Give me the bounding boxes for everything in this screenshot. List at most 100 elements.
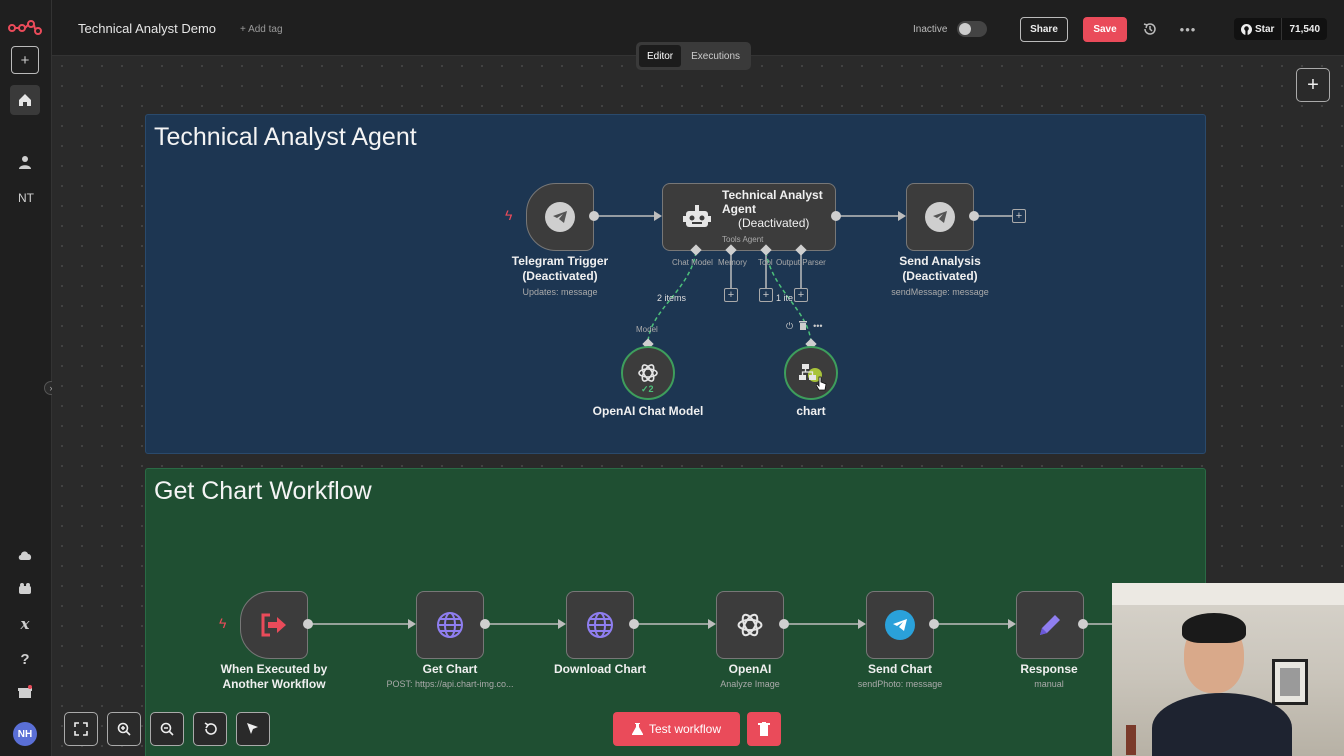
tab-executions[interactable]: Executions <box>691 50 741 62</box>
node-get-chart[interactable] <box>416 591 484 659</box>
output-port[interactable] <box>969 211 979 221</box>
templates-icon[interactable] <box>11 575 39 603</box>
avatar[interactable]: NH <box>13 722 37 746</box>
trash-icon <box>758 722 770 736</box>
output-port[interactable] <box>1078 619 1088 629</box>
node-subtitle: sendPhoto: message <box>857 679 943 689</box>
agent-status: (Deactivated) <box>738 216 810 230</box>
telegram-icon <box>545 202 575 232</box>
node-title: Download Chart <box>554 662 646 676</box>
gift-icon[interactable] <box>11 678 39 706</box>
sticky-note-title: Technical Analyst Agent <box>154 123 417 151</box>
zoom-out-button[interactable] <box>150 712 184 746</box>
port-label-chat-model: Chat Model <box>672 258 713 267</box>
github-star-widget[interactable]: Star 71,540 <box>1234 18 1328 40</box>
user-icon[interactable] <box>11 148 39 176</box>
node-openai[interactable] <box>716 591 784 659</box>
port-label-tool: Tool <box>758 258 773 267</box>
node-chart-tool[interactable] <box>784 346 838 400</box>
edge-items-label: 2 items <box>657 293 687 303</box>
node-response[interactable] <box>1016 591 1084 659</box>
share-button[interactable]: Share <box>1020 17 1068 42</box>
left-sidebar: + NT x ? NH › <box>0 0 58 756</box>
node-hover-toolbar: ⏻ ••• <box>786 321 823 332</box>
mouse-cursor-icon <box>816 376 827 391</box>
more-icon[interactable]: ••• <box>813 321 823 331</box>
node-title: Send Chart <box>867 662 932 676</box>
trigger-bolt-icon: ϟ <box>505 207 513 223</box>
node-technical-analyst-agent[interactable] <box>662 183 836 251</box>
robot-icon <box>683 205 711 227</box>
node-title-text: When Executed by <box>220 662 328 676</box>
webcam-person-body <box>1152 693 1292 756</box>
output-port[interactable] <box>629 619 639 629</box>
activation-status-label: Inactive <box>913 24 948 35</box>
flask-icon <box>631 723 643 735</box>
node-telegram-trigger[interactable] <box>526 183 594 251</box>
delete-button[interactable] <box>747 712 781 746</box>
node-send-chart[interactable] <box>866 591 934 659</box>
add-node-button[interactable]: + <box>1296 68 1330 102</box>
trigger-bolt-icon: ϟ <box>219 615 227 631</box>
node-title-text: Send Analysis <box>899 254 981 268</box>
zoom-in-button[interactable] <box>107 712 141 746</box>
zoom-to-fit-button[interactable] <box>64 712 98 746</box>
github-star-button[interactable]: Star <box>1234 18 1283 40</box>
webcam-person-hair <box>1182 613 1246 643</box>
agent-node-title: Technical Analyst Agent (Deactivated) <box>722 188 832 230</box>
delete-icon[interactable] <box>799 321 808 332</box>
output-port[interactable] <box>831 211 841 221</box>
model-port-label: Model <box>636 325 658 334</box>
sign-out-icon <box>261 613 286 637</box>
node-title-text: Another Workflow <box>222 677 326 691</box>
node-openai-chat-model[interactable]: ✓2 <box>621 346 675 400</box>
output-port[interactable] <box>303 619 313 629</box>
globe-icon <box>587 612 613 638</box>
sticky-note-agent[interactable]: Technical Analyst Agent <box>145 114 1206 454</box>
save-button[interactable]: Save <box>1083 17 1127 42</box>
output-port[interactable] <box>589 211 599 221</box>
add-output-parser-button[interactable]: + <box>794 288 808 302</box>
node-send-analysis[interactable] <box>906 183 974 251</box>
node-download-chart[interactable] <box>566 591 634 659</box>
openai-icon <box>737 613 763 637</box>
node-execute-workflow-trigger[interactable] <box>240 591 308 659</box>
help-icon[interactable]: ? <box>20 650 30 668</box>
view-tabs: Editor Executions <box>636 42 752 70</box>
variables-icon[interactable]: x <box>20 615 30 633</box>
tab-editor[interactable]: Editor <box>639 45 682 67</box>
webcam-ceiling <box>1112 583 1344 605</box>
zoom-in-icon <box>117 722 131 736</box>
test-workflow-button[interactable]: Test workflow <box>613 712 740 746</box>
output-port[interactable] <box>929 619 939 629</box>
activation-toggle[interactable] <box>957 21 987 37</box>
output-port[interactable] <box>480 619 490 629</box>
sticky-note-title: Get Chart Workflow <box>154 477 372 505</box>
port-label-memory: Memory <box>718 258 747 267</box>
power-icon[interactable]: ⏻ <box>786 321 794 331</box>
node-status-text: (Deactivated) <box>902 269 978 283</box>
project-initials[interactable]: NT <box>18 191 34 205</box>
workflow-title[interactable]: Technical Analyst Demo <box>78 21 217 36</box>
add-next-node-button[interactable]: + <box>1012 209 1026 223</box>
github-icon <box>1241 23 1252 35</box>
history-icon[interactable] <box>1140 19 1160 39</box>
tidy-up-button[interactable] <box>236 712 270 746</box>
fit-view-icon <box>74 722 88 736</box>
n8n-logo-icon[interactable] <box>8 20 42 36</box>
add-memory-button[interactable]: + <box>724 288 738 302</box>
undo-icon <box>204 722 217 735</box>
webcam-wall-picture <box>1272 659 1308 705</box>
more-options-icon[interactable]: ••• <box>1179 21 1197 37</box>
home-icon[interactable] <box>10 85 40 115</box>
add-tool-button[interactable]: + <box>759 288 773 302</box>
reset-zoom-button[interactable] <box>193 712 227 746</box>
add-workflow-button[interactable]: + <box>11 46 39 74</box>
cloud-icon[interactable] <box>11 541 39 569</box>
add-tag-link[interactable]: + Add tag <box>240 24 283 35</box>
github-star-count[interactable]: 71,540 <box>1289 23 1321 35</box>
github-star-label: Star <box>1255 23 1275 35</box>
output-port[interactable] <box>779 619 789 629</box>
openai-icon <box>638 364 658 382</box>
cursor-arrow-icon <box>247 723 258 734</box>
